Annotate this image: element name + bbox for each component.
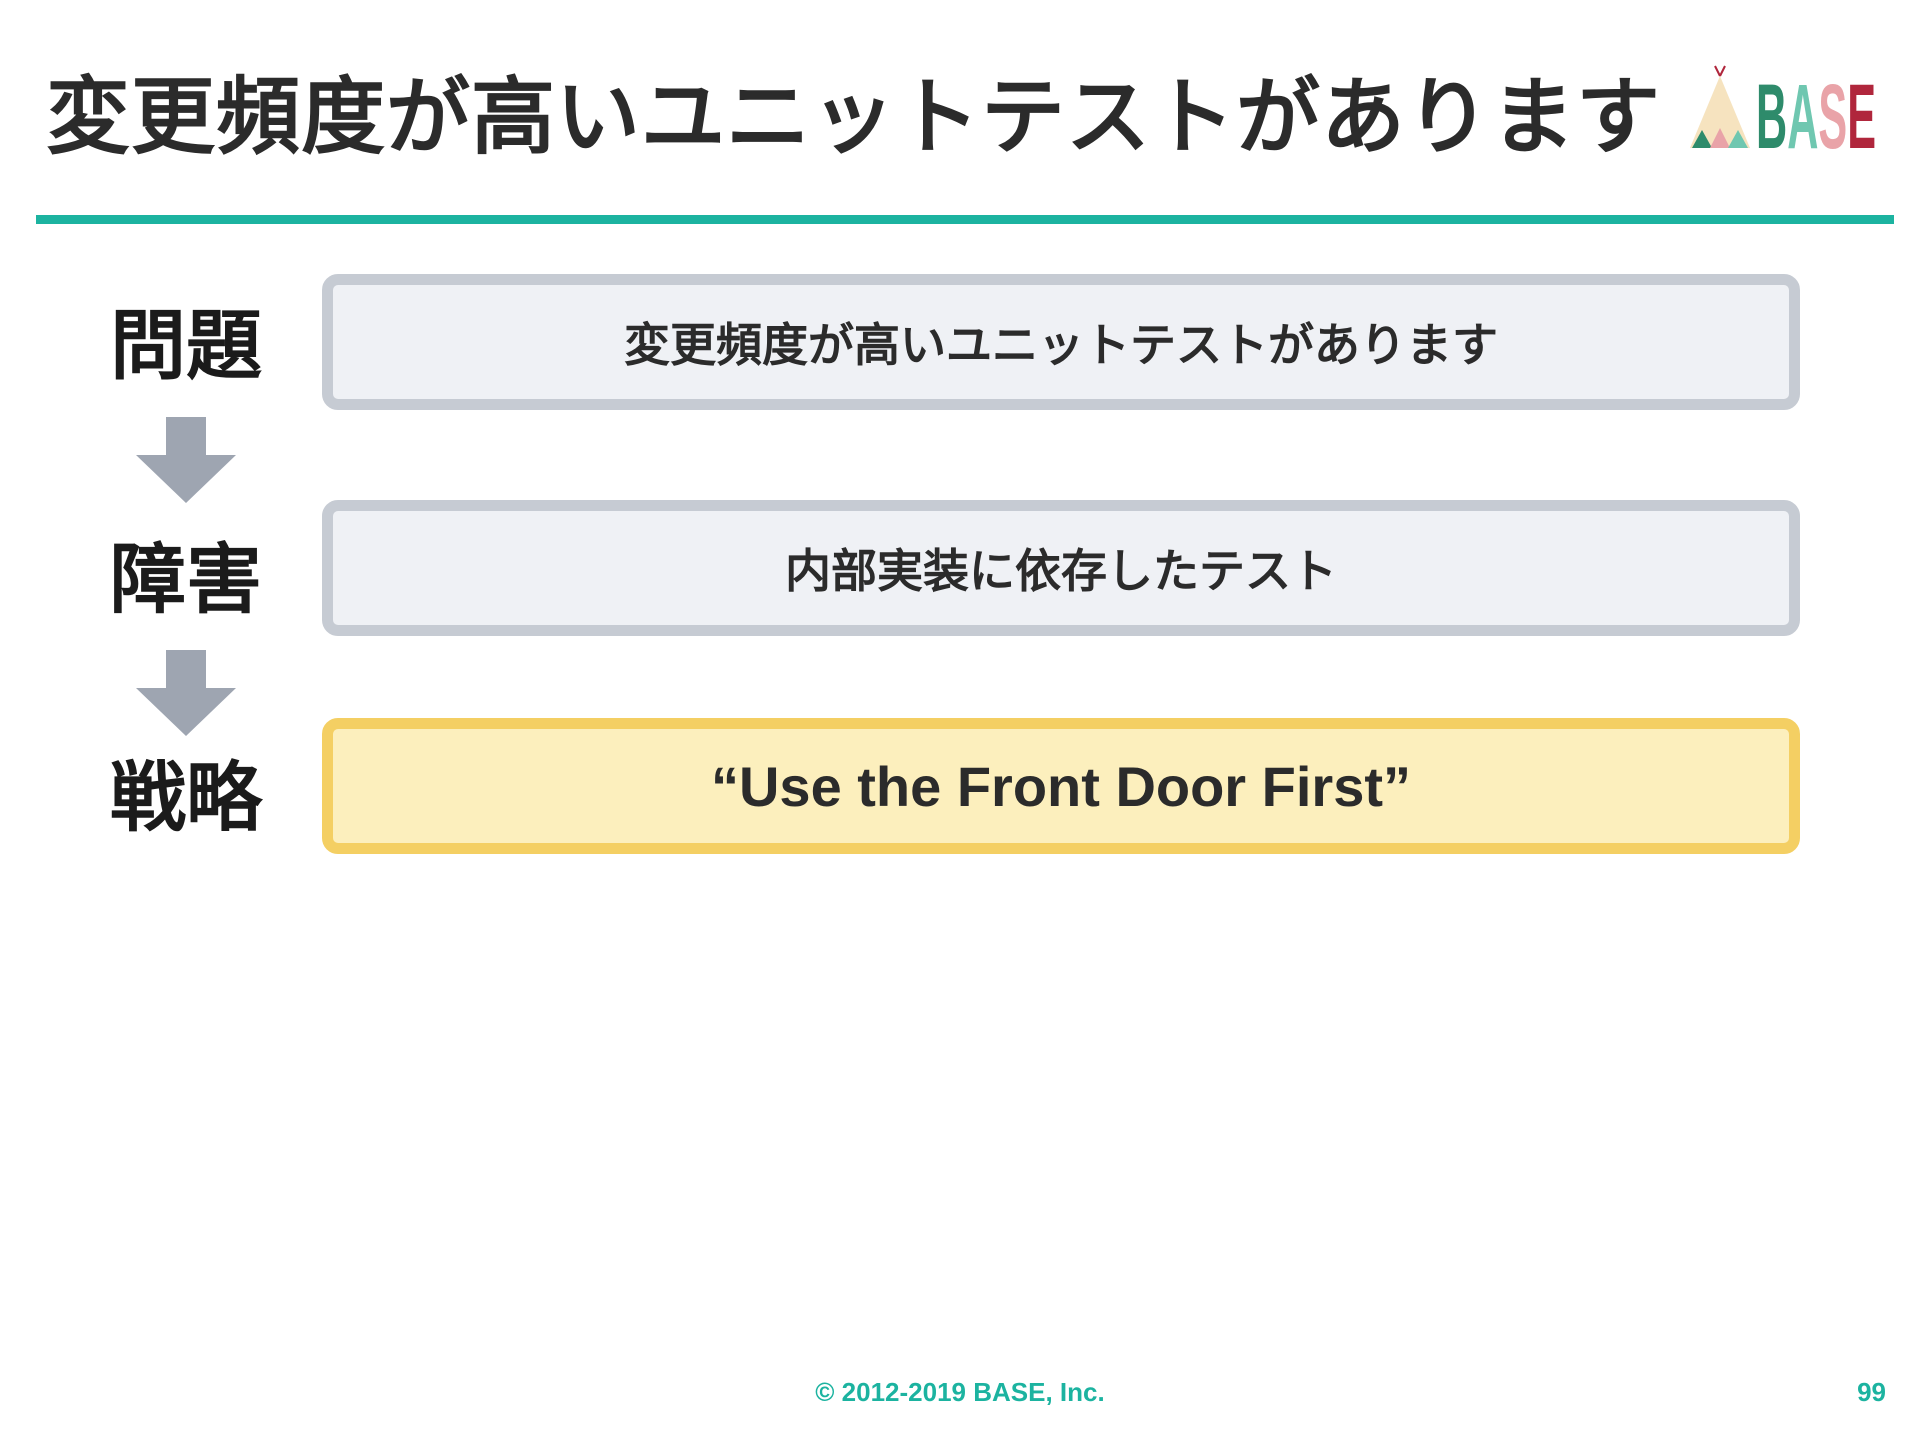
logo-wordmark: BASE (1756, 66, 1876, 157)
down-arrow-icon (136, 650, 236, 736)
problem-box: 変更頻度が高いユニットテストがあります (322, 274, 1800, 410)
teepee-icon (1690, 65, 1750, 148)
strategy-text: “Use the Front Door First” (710, 754, 1412, 818)
problem-text: 変更頻度が高いユニットテストがあります (624, 318, 1498, 372)
step-label-obstacle: 障害 (110, 535, 262, 624)
strategy-box: “Use the Front Door First” (322, 718, 1800, 854)
obstacle-text: 内部実装に依存したテスト (785, 544, 1337, 598)
base-logo: BASE (1690, 65, 1876, 157)
copyright: © 2012-2019 BASE, Inc. (815, 1377, 1105, 1407)
page-number: 99 (1857, 1377, 1886, 1407)
step-label-strategy: 戦略 (110, 753, 262, 842)
title-divider (36, 215, 1894, 224)
step-label-problem: 問題 (110, 301, 262, 390)
down-arrow-icon (136, 417, 236, 503)
obstacle-box: 内部実装に依存したテスト (322, 500, 1800, 636)
slide-title: 変更頻度が高いユニットテストがあります (46, 68, 1662, 166)
svg-text:BASE: BASE (1756, 66, 1876, 157)
